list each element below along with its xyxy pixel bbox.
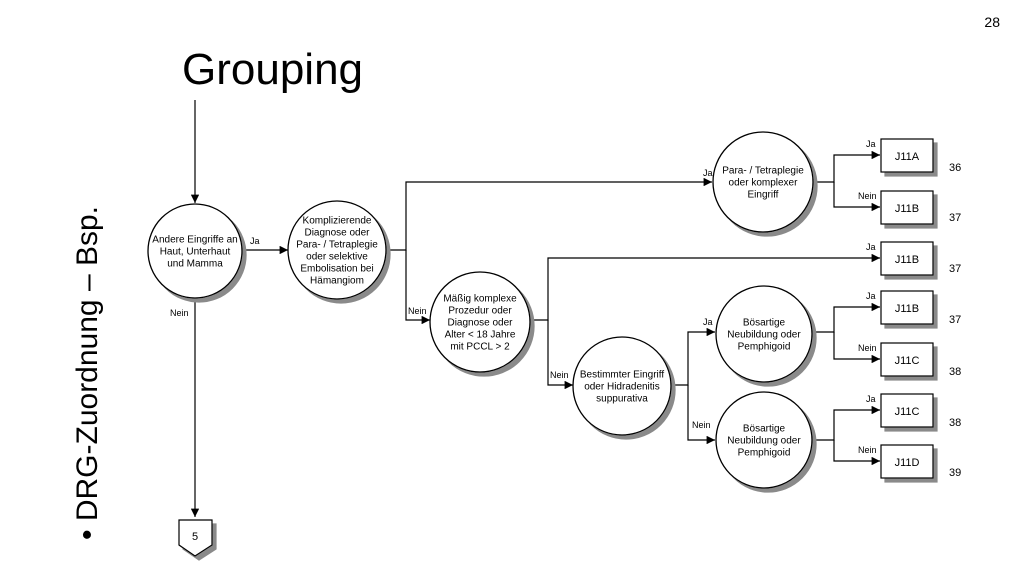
edge-n2-n4 bbox=[405, 250, 430, 325]
node-text-line: Embolisation bei bbox=[300, 264, 373, 275]
label-n5-nein: Nein bbox=[692, 420, 711, 430]
label-n1-ja: Ja bbox=[250, 236, 260, 246]
page-number: 28 bbox=[984, 14, 1000, 30]
node-text-line: Prozedur oder bbox=[448, 306, 512, 317]
node-text-line: Bösartige bbox=[743, 318, 786, 329]
edge-n7-drg6 bbox=[812, 405, 880, 441]
node-text-line: Neubildung oder bbox=[727, 330, 801, 341]
node-text-line: Diagnose oder bbox=[447, 318, 513, 329]
label-n3-nein: Nein bbox=[858, 191, 877, 201]
drg-number: 37 bbox=[949, 263, 961, 275]
node-text-line: Haut, Unterhaut bbox=[160, 247, 231, 258]
drg-box-7: J11D 39 bbox=[880, 444, 961, 479]
label-n2-nein: Nein bbox=[408, 306, 427, 316]
label-n3-ja: Ja bbox=[866, 139, 876, 149]
drg-code: J11B bbox=[895, 254, 919, 266]
label-n6-nein: Nein bbox=[858, 343, 877, 353]
node-text-line: Pemphigoid bbox=[738, 342, 791, 353]
drg-number: 37 bbox=[949, 314, 961, 326]
drg-box-4: J11B 37 bbox=[880, 290, 961, 326]
node-text-line: oder Hidradenitis bbox=[584, 382, 660, 393]
node-text-line: Para- / Tetraplegie bbox=[722, 166, 804, 177]
node-text-line: Neubildung oder bbox=[727, 436, 801, 447]
edge-n6-drg5 bbox=[833, 332, 880, 364]
node-text-line: suppurativa bbox=[596, 394, 648, 405]
drg-box-1: J11A 36 bbox=[880, 138, 961, 174]
node-text-line: Komplizierende bbox=[303, 216, 372, 227]
edge-n5-n6 bbox=[672, 327, 715, 386]
drg-number: 39 bbox=[949, 467, 961, 479]
node-text-line: Mäßig komplexe bbox=[443, 294, 517, 305]
node-text-line: Alter < 18 Jahre bbox=[445, 330, 516, 341]
label-n7-ja: Ja bbox=[866, 394, 876, 404]
edge-n7-drg7 bbox=[833, 440, 880, 466]
drg-code: J11C bbox=[895, 355, 920, 367]
drg-number: 37 bbox=[949, 212, 961, 224]
edge-n2-n3 bbox=[386, 177, 712, 251]
drg-number: 36 bbox=[949, 162, 961, 174]
label-n5-ja: Ja bbox=[703, 317, 713, 327]
label-n1-nein: Nein bbox=[170, 308, 189, 318]
label-n2-ja: Ja bbox=[703, 168, 713, 178]
edge-n4-n5 bbox=[547, 320, 573, 390]
label-n4-ja: Ja bbox=[866, 242, 876, 252]
node-text-line: oder selektive bbox=[306, 252, 368, 263]
node-text-line: Para- / Tetraplegie bbox=[296, 240, 378, 251]
node-text-line: Hämangiom bbox=[310, 276, 364, 287]
drg-code: J11C bbox=[895, 406, 920, 418]
drg-code: J11A bbox=[895, 151, 920, 163]
drg-box-2: J11B 37 bbox=[880, 190, 961, 225]
drg-number: 38 bbox=[949, 417, 961, 429]
node-text-line: Pemphigoid bbox=[738, 448, 791, 459]
node-text-line: mit PCCL > 2 bbox=[450, 342, 510, 353]
label-n4-nein: Nein bbox=[550, 370, 569, 380]
edge-n6-drg4 bbox=[812, 302, 880, 333]
drg-code: J11D bbox=[895, 457, 920, 469]
drg-code: J11B bbox=[895, 303, 919, 315]
diagram-connectors bbox=[190, 100, 880, 517]
drg-box-3: J11B 37 bbox=[880, 241, 961, 276]
drg-code: J11B bbox=[895, 203, 919, 215]
connector-label: 5 bbox=[192, 531, 198, 543]
edge-n5-n7 bbox=[687, 385, 715, 445]
node-text-line: Diagnose oder bbox=[304, 228, 370, 239]
node-text-line: oder komplexer bbox=[729, 178, 799, 189]
drg-box-6: J11C 38 bbox=[880, 393, 961, 429]
drg-box-5: J11C 38 bbox=[880, 342, 961, 378]
slide-title: Grouping bbox=[182, 45, 364, 94]
drg-number: 38 bbox=[949, 366, 961, 378]
edge-n3-drg1 bbox=[814, 150, 880, 183]
edge-labels: Ja Nein Ja Nein Ja Nein Ja Nein Ja Nein … bbox=[170, 139, 877, 455]
drg-boxes: J11A 36 J11B 37 J11B 37 J11B 37 J11C 38 … bbox=[880, 138, 961, 479]
label-n6-ja: Ja bbox=[866, 291, 876, 301]
node-text-line: Bestimmter Eingriff bbox=[580, 370, 665, 381]
label-n7-nein: Nein bbox=[858, 445, 877, 455]
node-text-line: Bösartige bbox=[743, 424, 786, 435]
node-text-line: Eingriff bbox=[748, 190, 779, 201]
edge-n3-drg2 bbox=[833, 182, 880, 212]
edge-n4-drg3 bbox=[530, 253, 880, 321]
node-text-line: und Mamma bbox=[167, 259, 223, 270]
off-page-connector: 5 bbox=[178, 519, 213, 557]
node-text-line: Andere Eingriffe an bbox=[152, 235, 237, 246]
